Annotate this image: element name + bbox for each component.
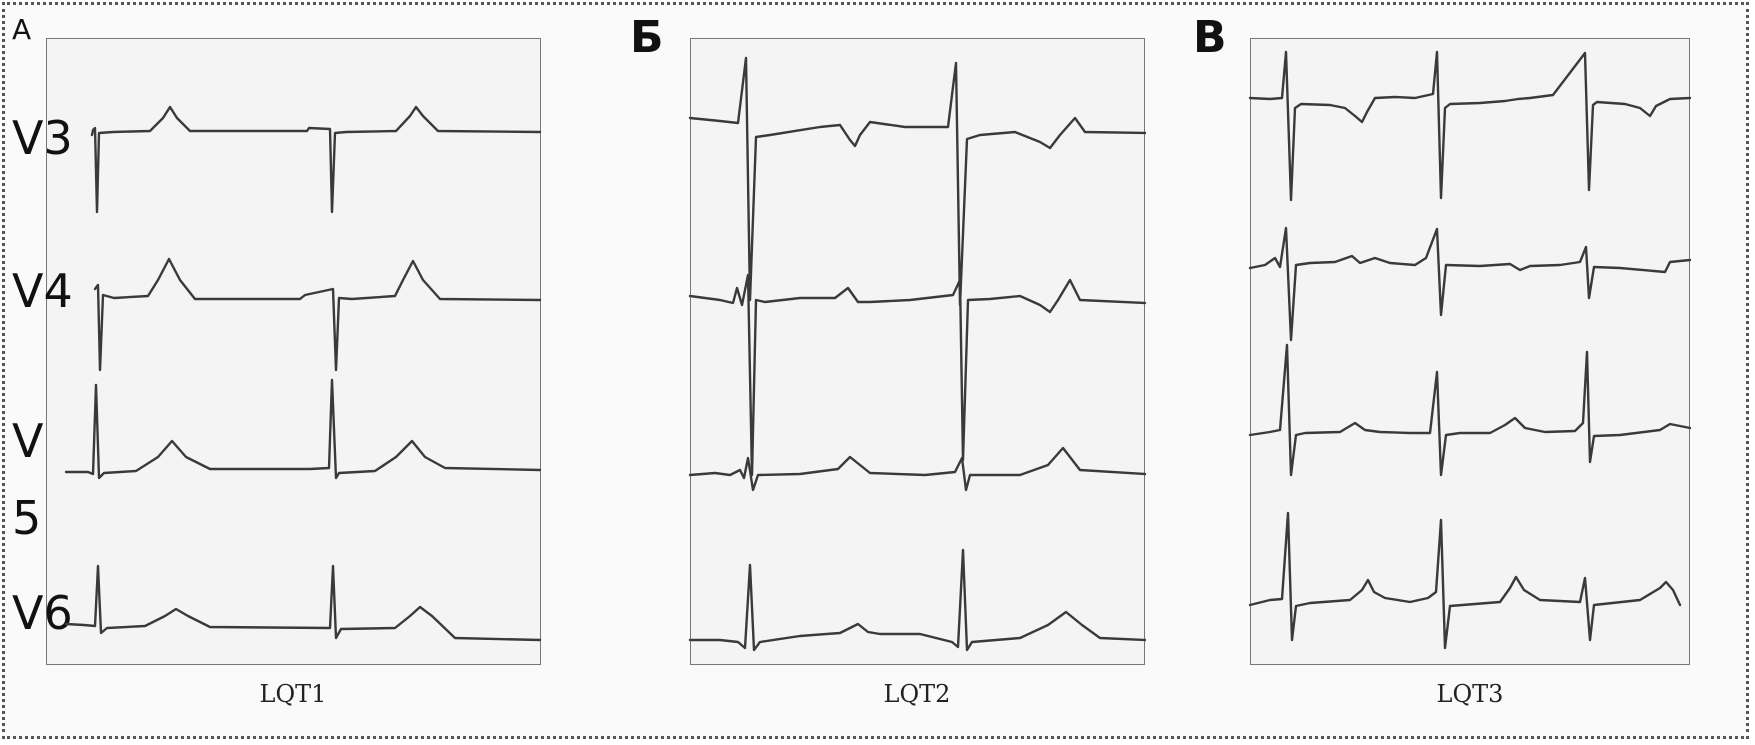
caption-lqt2: LQT2 [883, 680, 951, 708]
lead-label-v4: V4 [12, 264, 73, 318]
lead-label-v6: V6 [12, 586, 73, 640]
trace-lqt1-v3 [90, 105, 542, 214]
trace-lqt3-v5 [1248, 343, 1692, 477]
trace-lqt2-v5 [688, 446, 1147, 492]
panel-lqt1 [46, 38, 541, 665]
trace-lqt1-v6 [64, 564, 542, 642]
lead-label-v5-bottom: 5 [12, 491, 42, 545]
panel-letter-a: А [12, 13, 32, 46]
trace-lqt2-v6 [688, 548, 1147, 652]
caption-lqt3: LQT3 [1436, 680, 1504, 708]
panel-letter-c: В [1193, 12, 1227, 63]
trace-lqt3-v3 [1248, 50, 1692, 202]
trace-lqt2-v3 [688, 56, 1147, 307]
lead-label-v5-top: V [12, 414, 44, 468]
trace-lqt1-v4 [93, 257, 542, 372]
panel-lqt2 [690, 38, 1145, 665]
lead-label-v3: V3 [12, 111, 73, 165]
trace-lqt3-v6 [1248, 511, 1682, 650]
trace-lqt2-v4 [688, 273, 1147, 477]
trace-lqt3-v4 [1248, 226, 1692, 342]
trace-lqt1-v5 [64, 378, 542, 480]
panel-lqt3 [1250, 38, 1690, 665]
panel-letter-b: Б [630, 12, 664, 63]
caption-lqt1: LQT1 [259, 680, 327, 708]
